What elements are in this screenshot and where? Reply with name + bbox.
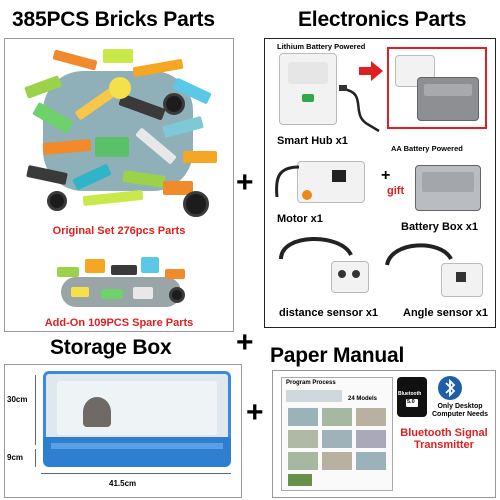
manual-booklet-image: Program Process 24 Models [281, 377, 393, 491]
gift-label: gift [387, 185, 405, 197]
only-desktop-note: Only Desktop Computer Needs [431, 403, 488, 418]
electronics-panel: Lithium Battery Powered Smart Hub x1 AA … [264, 38, 496, 328]
bluetooth-dongle-image: Bluetooth 5.0 [397, 377, 427, 417]
storage-heading: Storage Box [50, 336, 172, 359]
height-line [35, 375, 36, 445]
depth-dimension: 9cm [7, 453, 24, 462]
program-process-label: Program Process [286, 380, 336, 386]
brick-pile-image [13, 41, 225, 219]
width-line [41, 473, 231, 474]
original-set-label: Original Set 276pcs Parts [52, 225, 186, 237]
bricks-panel: Original Set 276pcs Parts Add-On 109PCS … [4, 38, 234, 332]
usb-cable-image [339, 85, 380, 133]
battery-box-label: Battery Box x1 [401, 221, 479, 233]
smart-hub-image [279, 53, 337, 125]
manual-heading: Paper Manual [270, 344, 405, 367]
plus-sign-middle: + [236, 326, 254, 359]
distance-sensor-label: distance sensor x1 [279, 307, 379, 319]
arrow-right-icon [359, 61, 383, 81]
electronics-heading: Electronics Parts [298, 8, 467, 31]
height-dimension: 30cm [7, 395, 28, 404]
addon-label: Add-On 109PCS Spare Parts [44, 317, 194, 329]
dongle-label: Bluetooth [398, 391, 422, 397]
angle-sensor-label: Angle sensor x1 [403, 307, 488, 319]
smart-hub-label: Smart Hub x1 [277, 135, 348, 147]
storage-panel: 30cm 9cm 41.5cm [4, 364, 242, 498]
angle-sensor-image [381, 235, 489, 301]
motor-label: Motor x1 [277, 213, 323, 225]
motor-image [273, 155, 365, 205]
bricks-heading: 385PCS Bricks Parts [12, 8, 215, 31]
battery-box-image [415, 165, 481, 211]
aa-note: AA Battery Powered [391, 144, 463, 153]
manual-panel: Program Process 24 Models Bluetooth 5.0 … [272, 370, 496, 498]
plus-sign-bottom: + [246, 396, 264, 429]
distance-sensor-image [271, 229, 371, 299]
gift-plus: + [381, 167, 391, 184]
storage-box-image [43, 371, 231, 469]
addon-pile-image [41, 247, 201, 313]
depth-line [35, 449, 36, 467]
dongle-version: 5.0 [407, 399, 415, 405]
upgrade-hub-frame [387, 47, 487, 129]
plus-sign: + [236, 166, 254, 199]
bluetooth-icon [438, 376, 462, 400]
bluetooth-title: Bluetooth Signal Transmitter [400, 427, 488, 451]
width-dimension: 41.5cm [109, 479, 137, 488]
lithium-note: Lithium Battery Powered [277, 42, 366, 51]
models-label: 24 Models [348, 396, 378, 402]
